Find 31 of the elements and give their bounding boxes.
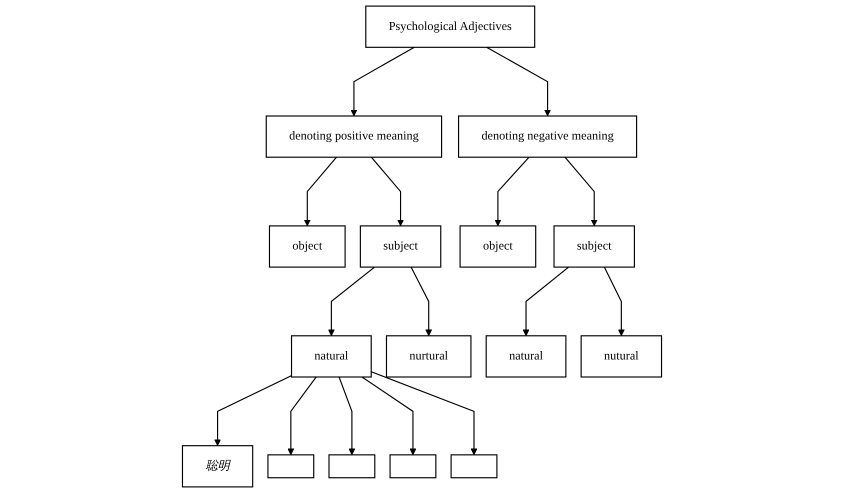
arrow (350, 46, 414, 116)
node-box: nutural (580, 335, 662, 378)
arrow (287, 376, 317, 456)
node-box: denoting negative meaning (458, 115, 638, 158)
arrow (494, 156, 530, 226)
node-box (267, 454, 314, 478)
node-box: denoting positive meaning (266, 115, 442, 158)
arrow (338, 376, 356, 456)
node-box: Psychological Adjectives (365, 6, 536, 48)
arrow (328, 266, 375, 336)
arrow (410, 266, 432, 336)
arrow (304, 156, 337, 226)
arrow (522, 266, 569, 336)
node-box (450, 454, 498, 478)
arrow (486, 46, 551, 116)
node-box: nurtural (386, 335, 472, 378)
node-box: subject (553, 225, 635, 268)
node-box: object (268, 225, 346, 268)
node-box: 聡明 (182, 445, 254, 488)
arrow (362, 376, 416, 456)
node-box: natural (486, 335, 566, 378)
arrow (371, 371, 478, 456)
node-box: object (460, 225, 536, 268)
node-box (389, 454, 436, 478)
arrow (604, 266, 625, 336)
node-box (328, 454, 376, 478)
arrow (370, 156, 404, 226)
node-box: subject (360, 225, 442, 268)
arrow (564, 156, 598, 226)
node-box: natural (290, 335, 372, 378)
arrow (214, 375, 292, 446)
